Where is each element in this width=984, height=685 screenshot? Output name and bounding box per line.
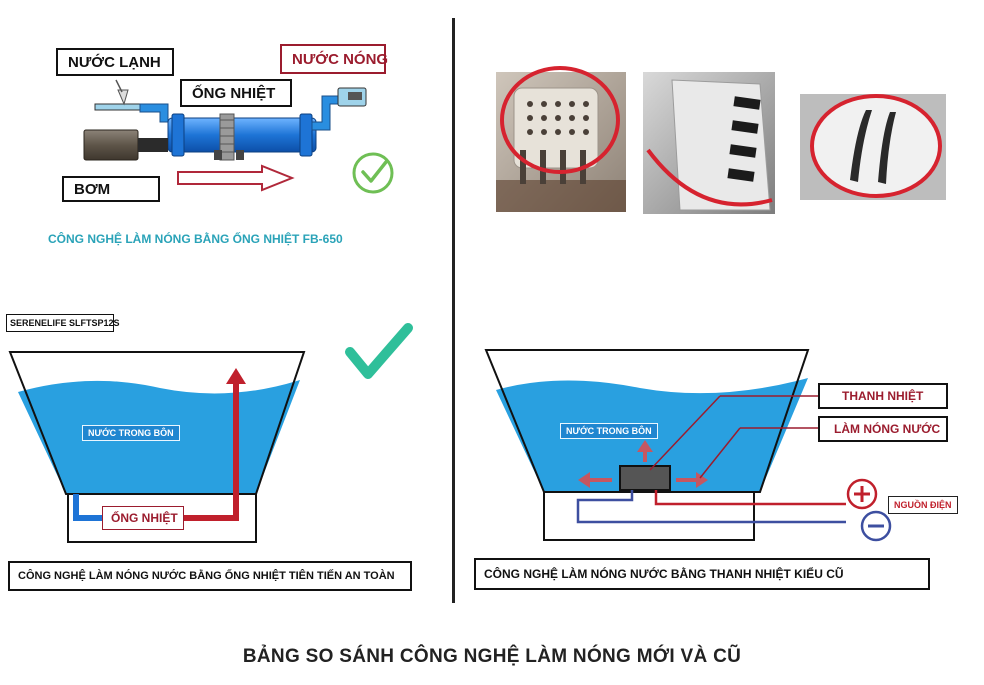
plus-circle-icon <box>846 478 878 510</box>
label-hot-water: NƯỚC NÓNG <box>280 44 388 74</box>
heat-coil-icon <box>214 113 244 161</box>
section-divider <box>452 18 455 603</box>
caption-heat-pipe-fb650: CÔNG NGHỆ LÀM NÓNG BẰNG ỐNG NHIỆT FB-650 <box>48 232 343 246</box>
photo-heating-element-slots <box>643 72 775 214</box>
check-icon <box>345 323 413 379</box>
minus-circle-icon <box>860 510 892 542</box>
heating-bar <box>619 465 671 491</box>
model-tag: SERENELIFE SLFTSP12S <box>6 314 120 332</box>
check-circle-icon <box>352 152 394 194</box>
photo-heating-element-closeup <box>800 94 946 200</box>
water-in-tank-label-old: NƯỚC TRONG BÔN <box>560 423 658 439</box>
heat-pipe-machine-illustration <box>83 79 367 192</box>
label-pump: BƠM <box>62 176 160 202</box>
tank-old-technology <box>484 349 846 541</box>
power-source-label: NGUỒN ĐIỆN <box>888 496 958 514</box>
label-heat-pipe: ỐNG NHIỆT <box>180 79 292 107</box>
heat-pipe-label: ỐNG NHIỆT <box>102 506 184 530</box>
heating-bar-label: THANH NHIỆT <box>818 383 948 409</box>
flow-arrow-icon <box>177 164 295 192</box>
caption-old-technology: CÔNG NGHỆ LÀM NÓNG NƯỚC BẰNG THANH NHIỆT… <box>474 558 930 590</box>
photo-heating-element-holes <box>496 66 626 212</box>
main-title: BẢNG SO SÁNH CÔNG NGHỆ LÀM NÓNG MỚI VÀ C… <box>242 646 742 667</box>
label-cold-water: NƯỚC LẠNH <box>56 48 174 76</box>
heating-water-label: LÀM NÓNG NƯỚC <box>818 416 948 442</box>
hot-arrow-up-icon <box>226 368 246 384</box>
caption-new-technology: CÔNG NGHỆ LÀM NÓNG NƯỚC BẰNG ỐNG NHIỆT T… <box>8 561 412 591</box>
water-in-tank-label: NƯỚC TRONG BÔN <box>82 425 180 441</box>
